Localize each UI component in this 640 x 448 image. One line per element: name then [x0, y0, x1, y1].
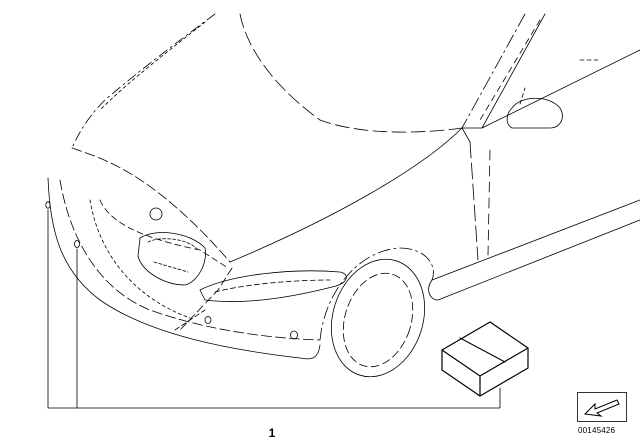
body-side-outline	[428, 49, 640, 301]
diagram-id: 00145426	[578, 426, 616, 435]
wheel-arch	[319, 247, 434, 378]
headlight	[199, 270, 347, 303]
front-bumper	[47, 177, 321, 360]
kidney-grille	[99, 199, 229, 286]
parts-box	[441, 321, 529, 397]
emblem	[149, 207, 163, 221]
leader-lines	[47, 209, 501, 409]
park-sensors	[45, 201, 298, 340]
windshield-outline	[461, 13, 546, 143]
part-number-label: 1	[268, 426, 276, 440]
hood-outline	[71, 13, 463, 263]
arrow-down-left-icon	[577, 392, 627, 422]
side-mirror	[506, 87, 563, 129]
